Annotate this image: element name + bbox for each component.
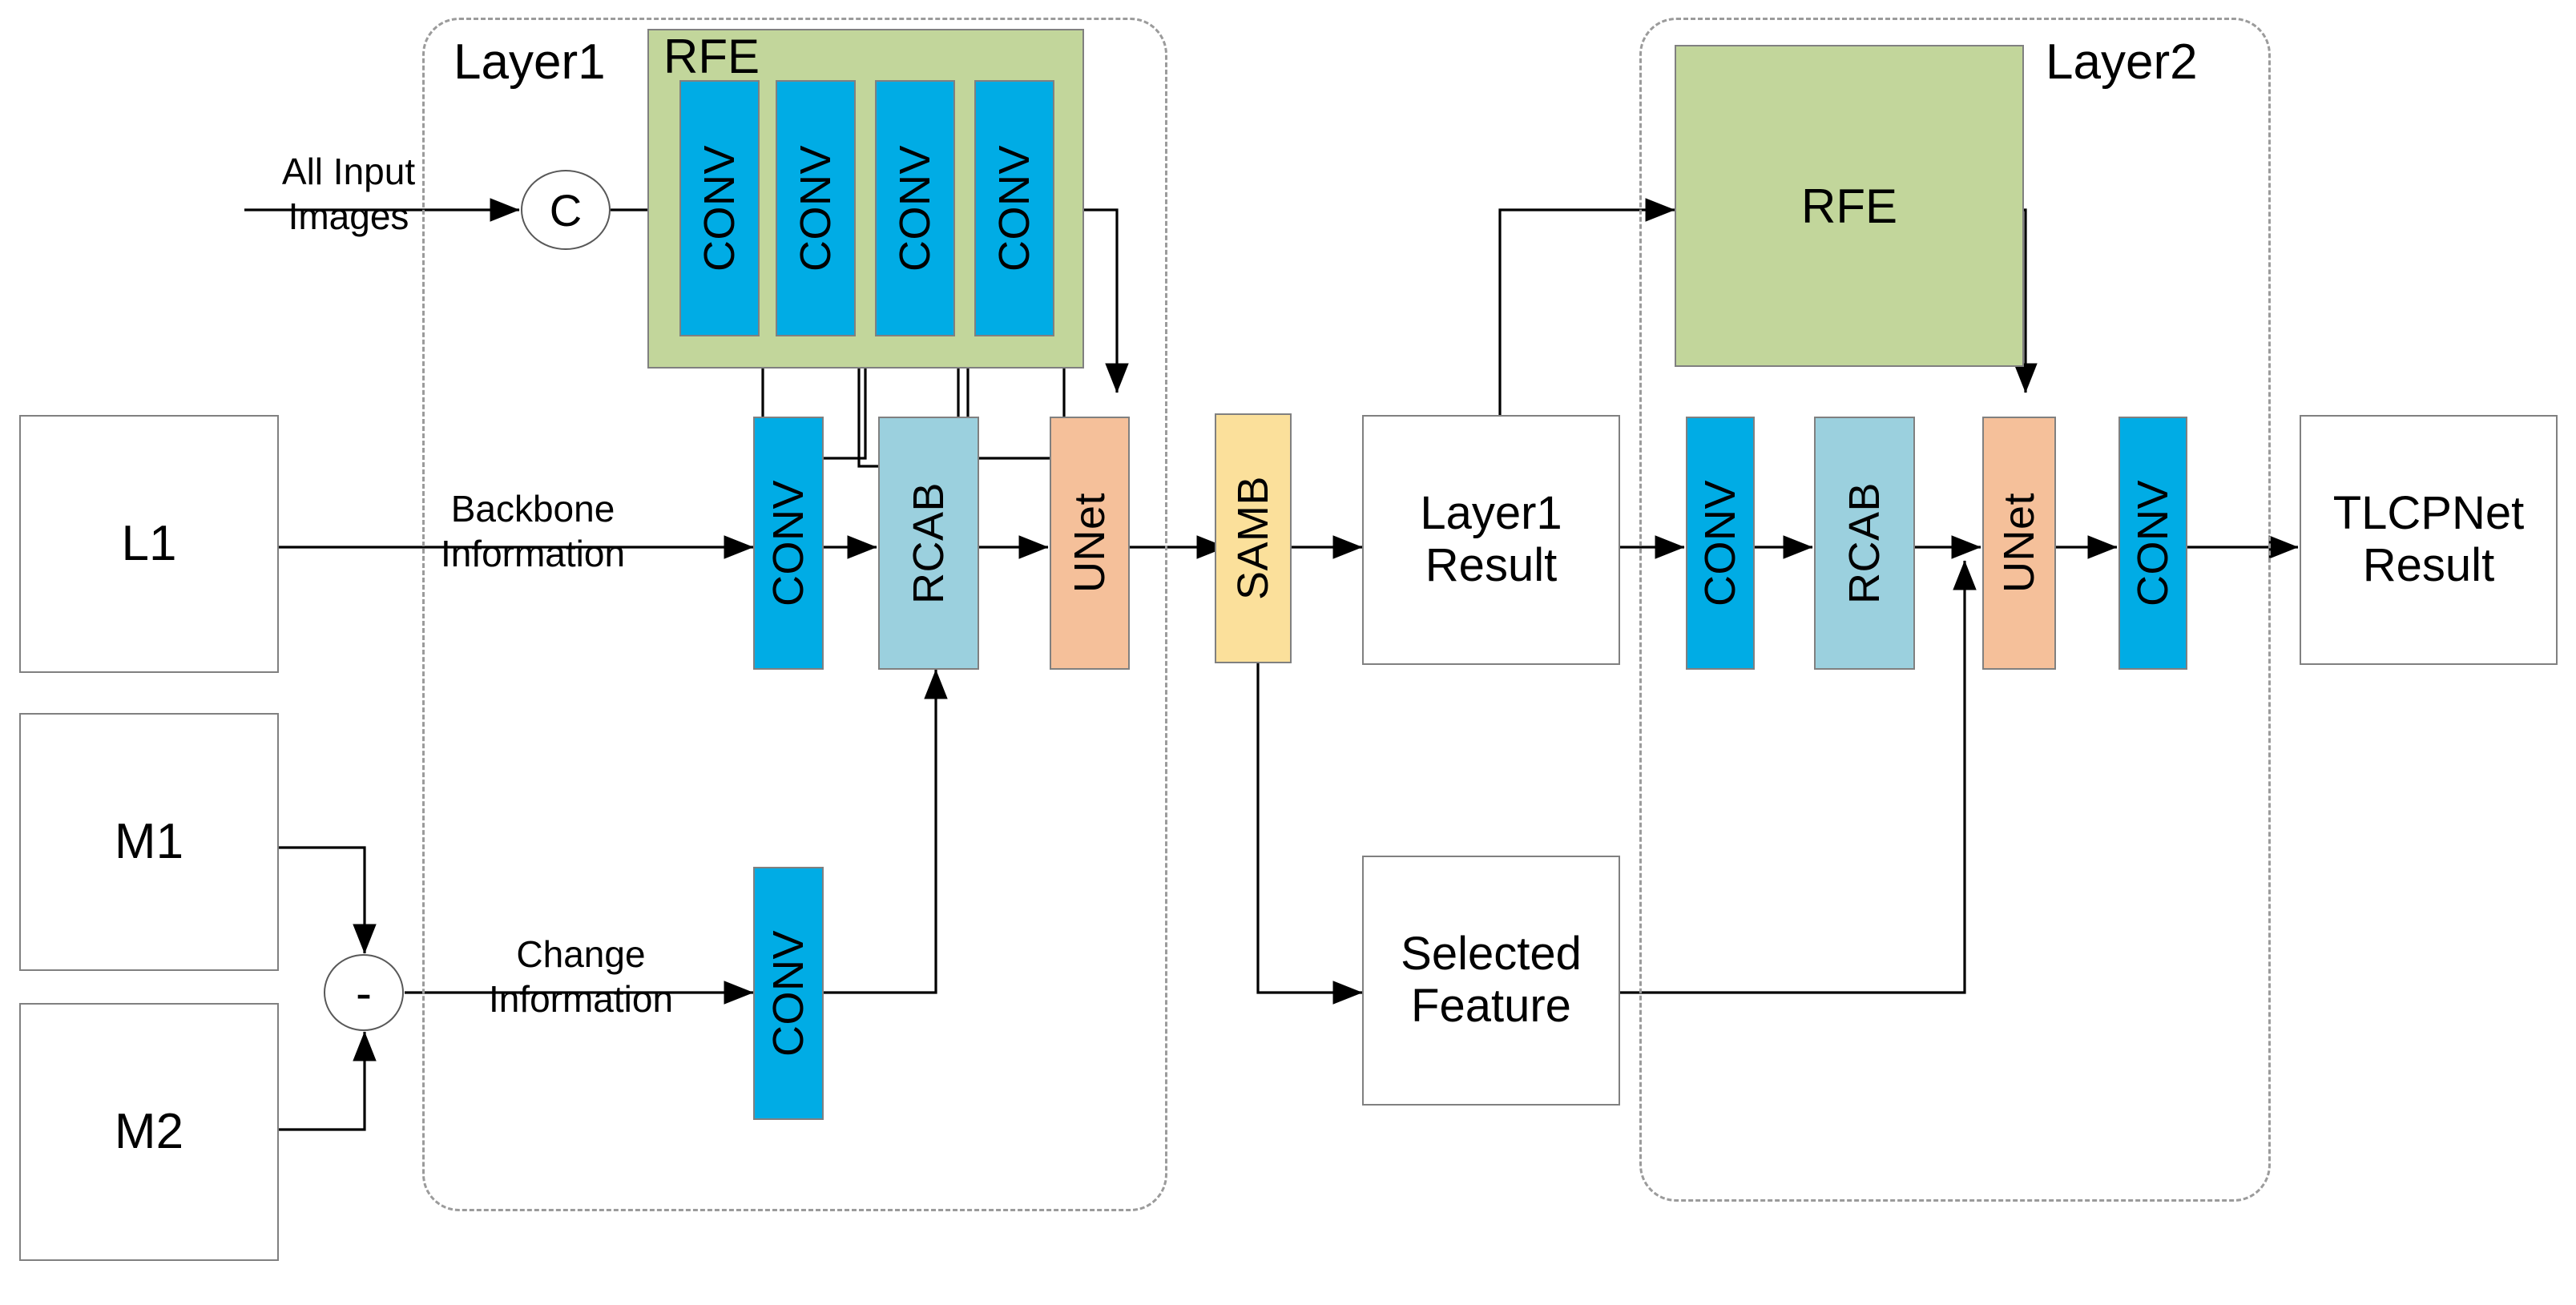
- input-box-l1[interactable]: L1: [19, 415, 279, 673]
- layer1-rfe-conv-3[interactable]: CONV: [875, 80, 955, 336]
- layer1-change-conv[interactable]: CONV: [753, 867, 824, 1120]
- layer1-result-box[interactable]: Layer1 Result: [1362, 415, 1620, 665]
- tlcpnet-result-box[interactable]: TLCPNet Result: [2300, 415, 2558, 665]
- layer2-rcab[interactable]: RCAB: [1814, 417, 1915, 670]
- group-layer1: [422, 18, 1167, 1211]
- layer1-rfe-conv-2-label: CONV: [791, 144, 840, 272]
- group-layer2: [1639, 18, 2271, 1202]
- group-layer2-label: Layer2: [2046, 34, 2198, 90]
- wire-samb-to-selected-feature: [1256, 663, 1363, 1005]
- layer1-rfe-conv-3-label: CONV: [890, 144, 939, 272]
- layer1-backbone-conv-label: CONV: [764, 479, 812, 606]
- input-box-m1[interactable]: M1: [19, 713, 279, 971]
- samb-block-label: SAMB: [1228, 476, 1277, 601]
- subtract-operator-icon[interactable]: -: [324, 954, 404, 1031]
- layer2-conv-out[interactable]: CONV: [2118, 417, 2187, 670]
- layer1-rfe-conv-1[interactable]: CONV: [679, 80, 760, 336]
- layer2-conv-in-label: CONV: [1695, 479, 1744, 606]
- layer2-conv-in[interactable]: CONV: [1686, 417, 1755, 670]
- wire-m2-to-minus: [276, 1031, 377, 1131]
- layer1-backbone-conv[interactable]: CONV: [753, 417, 824, 670]
- concat-operator-icon[interactable]: C: [521, 170, 611, 250]
- layer2-rcab-label: RCAB: [1840, 481, 1889, 605]
- layer2-rfe-panel[interactable]: RFE: [1675, 45, 2024, 367]
- layer2-unet-label: UNet: [1994, 493, 2043, 594]
- layer1-unet[interactable]: UNet: [1050, 417, 1130, 670]
- samb-block[interactable]: SAMB: [1215, 413, 1292, 663]
- layer2-rfe-label: RFE: [1801, 179, 1897, 233]
- layer2-unet[interactable]: UNet: [1982, 417, 2056, 670]
- edge-label-backbone-information: Backbone Information: [440, 488, 626, 575]
- edge-label-all-input-images: All Input Images: [281, 151, 416, 238]
- input-box-m1-label: M1: [114, 814, 184, 870]
- selected-feature-box[interactable]: Selected Feature: [1362, 856, 1620, 1106]
- layer1-result-label: Layer1 Result: [1420, 487, 1562, 591]
- edge-label-change-information: Change Information: [488, 933, 674, 1021]
- layer1-change-conv-label: CONV: [764, 929, 812, 1057]
- tlcpnet-result-label: TLCPNet Result: [2332, 487, 2525, 591]
- layer1-rfe-conv-2[interactable]: CONV: [776, 80, 856, 336]
- layer1-rfe-conv-4[interactable]: CONV: [974, 80, 1054, 336]
- group-layer1-label: Layer1: [454, 34, 606, 90]
- layer1-rcab-label: RCAB: [904, 481, 953, 605]
- selected-feature-label: Selected Feature: [1401, 928, 1582, 1032]
- concat-operator-symbol: C: [549, 184, 583, 236]
- layer1-rfe-conv-4-label: CONV: [990, 144, 1038, 272]
- layer1-rfe-conv-1-label: CONV: [695, 144, 744, 272]
- wire-m1-to-minus: [276, 846, 377, 954]
- layer1-unet-label: UNet: [1065, 493, 1114, 594]
- input-box-m2[interactable]: M2: [19, 1003, 279, 1261]
- input-box-m2-label: M2: [114, 1104, 184, 1160]
- layer2-conv-out-label: CONV: [2128, 479, 2177, 606]
- input-box-l1-label: L1: [121, 516, 177, 572]
- layer1-rfe-label: RFE: [663, 30, 760, 83]
- layer1-rcab[interactable]: RCAB: [878, 417, 979, 670]
- subtract-operator-symbol: -: [356, 965, 372, 1020]
